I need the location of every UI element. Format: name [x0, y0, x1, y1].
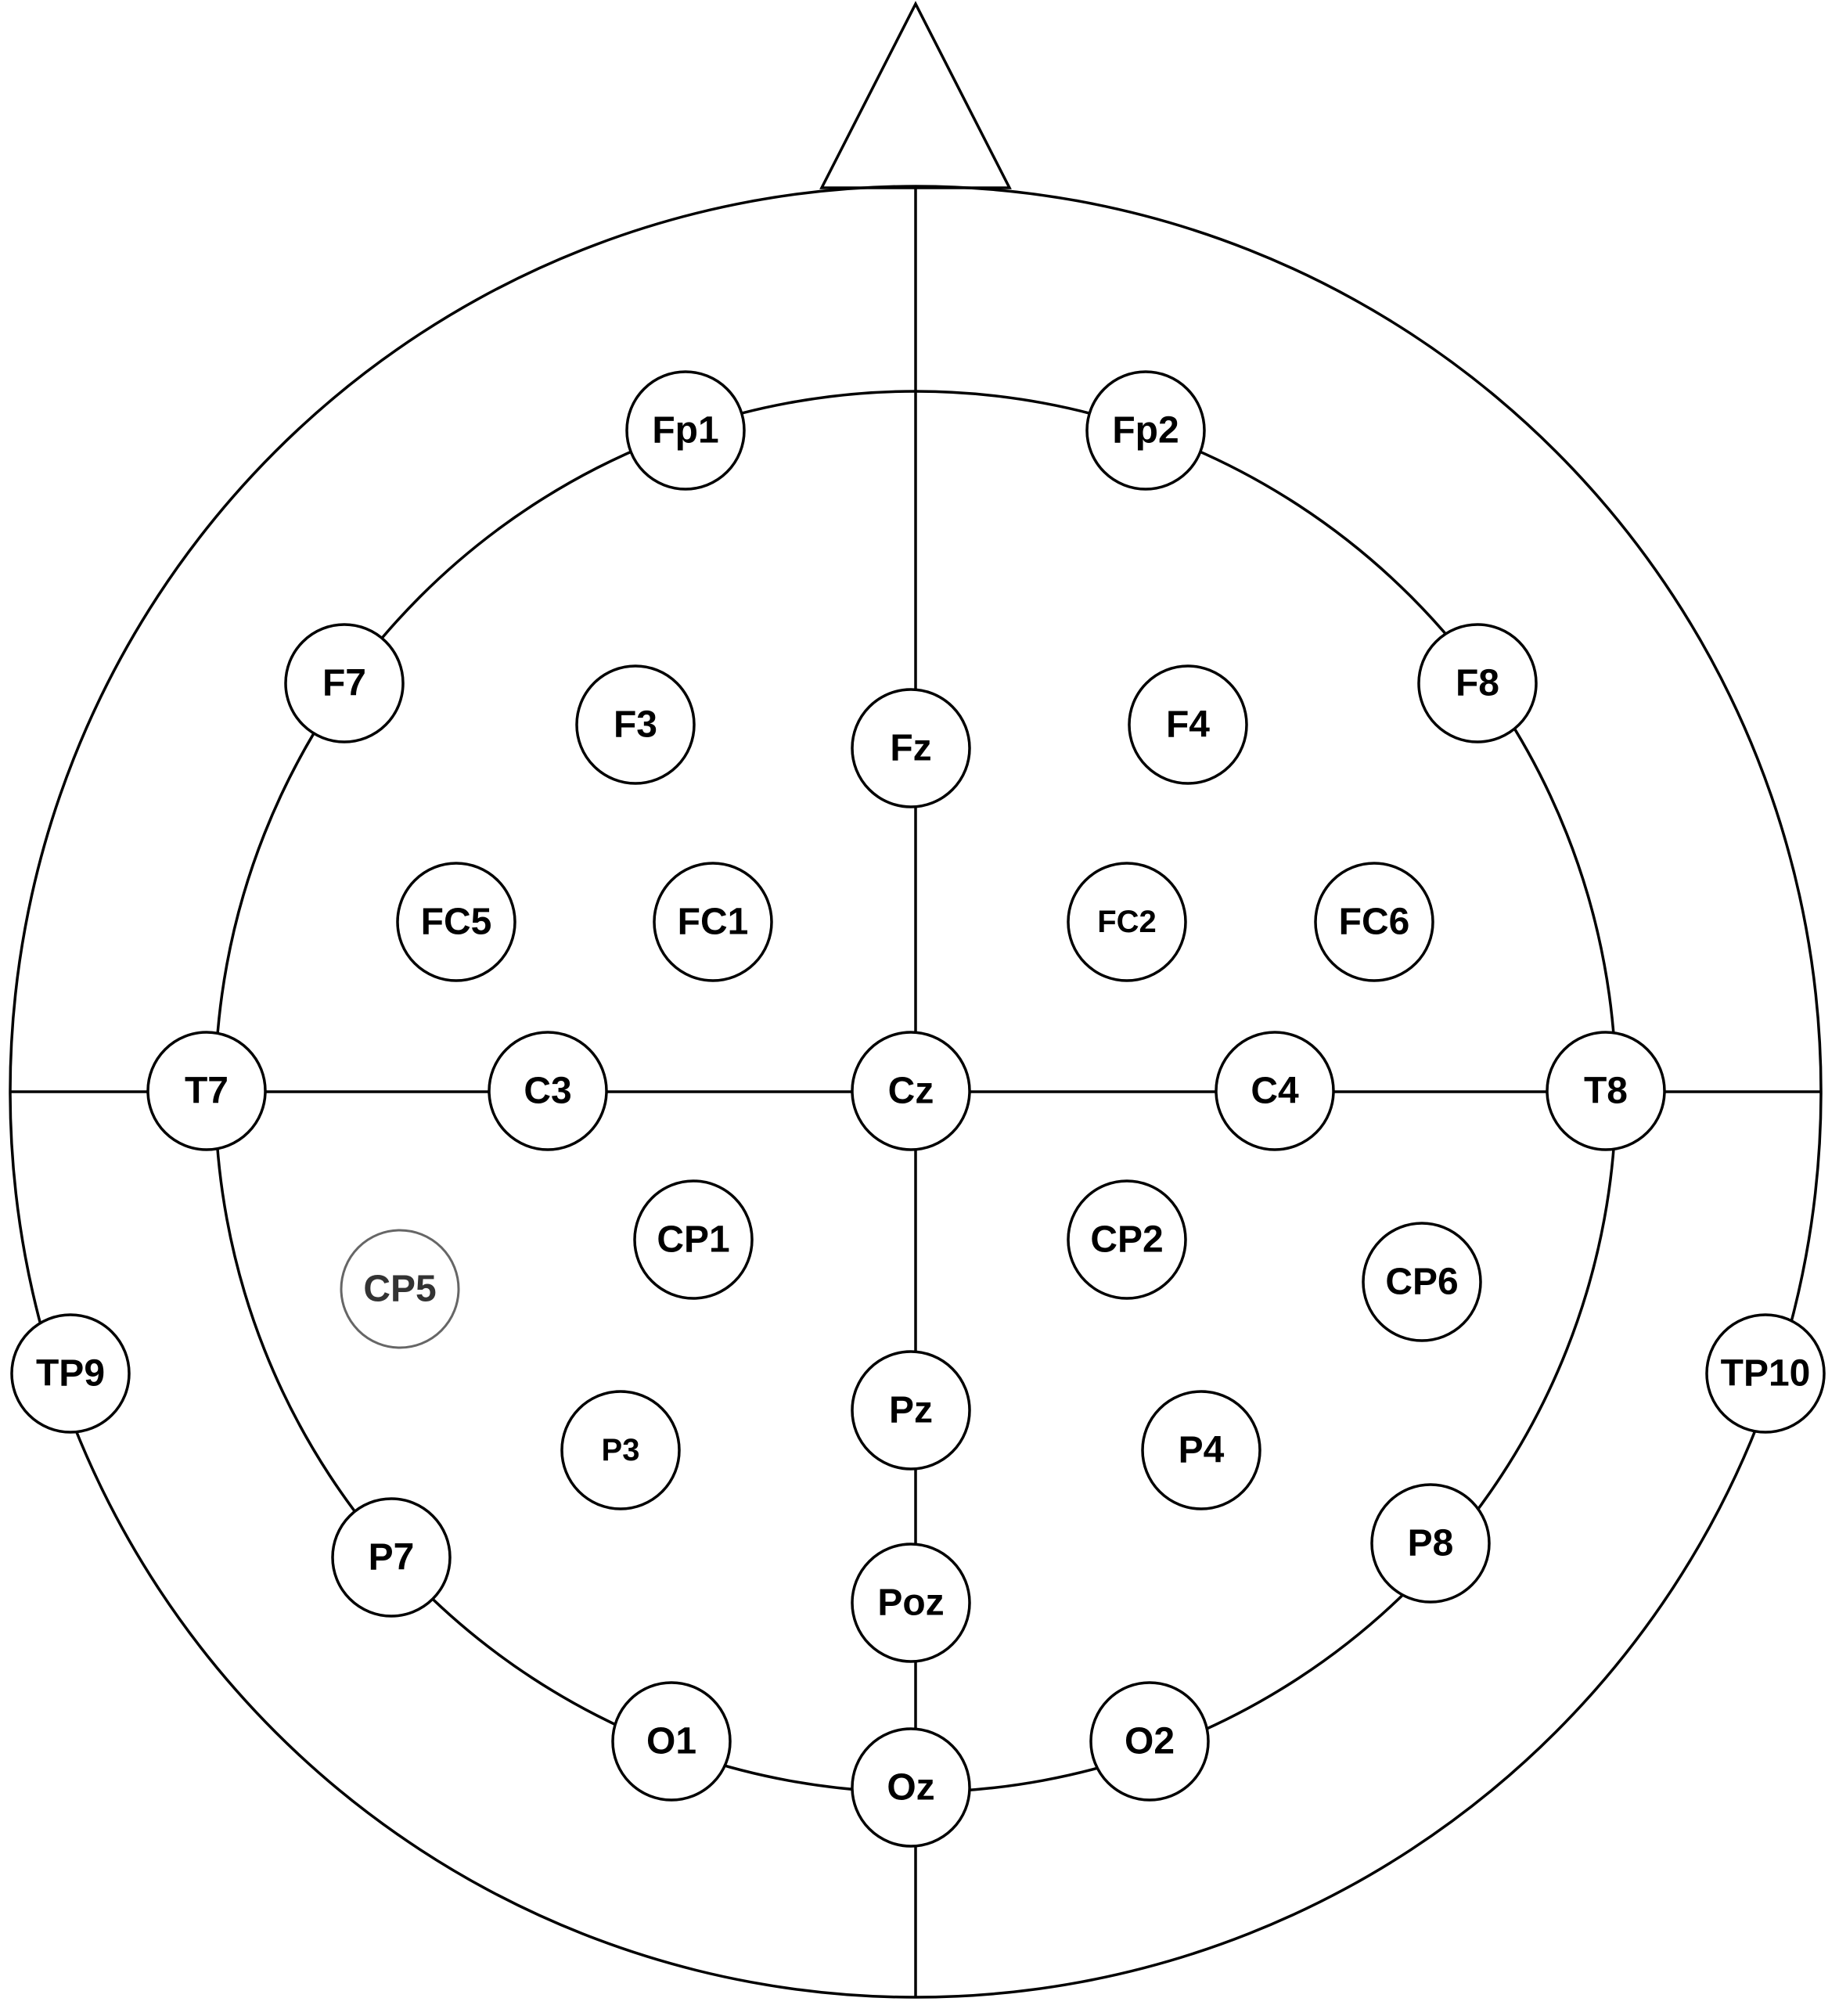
electrode-label-tp10: TP10 — [1721, 1353, 1811, 1395]
electrode-circle-t7 — [146, 1031, 267, 1151]
electrode-circle-pz — [851, 1350, 971, 1471]
electrode-pz: Pz — [851, 1350, 971, 1471]
electrode-f4: F4 — [1128, 664, 1248, 785]
electrode-cp6: CP6 — [1362, 1222, 1482, 1342]
electrode-circle-p7 — [331, 1497, 452, 1618]
electrode-fc6: FC6 — [1314, 862, 1434, 982]
electrode-cz: Cz — [851, 1031, 971, 1151]
electrode-fp2: Fp2 — [1085, 370, 1206, 491]
electrode-circle-fp2 — [1085, 370, 1206, 491]
electrode-circle-fp1 — [625, 370, 746, 491]
electrode-label-f7: F7 — [322, 663, 366, 704]
electrode-f7: F7 — [284, 623, 405, 743]
electrode-tp10: TP10 — [1705, 1313, 1826, 1434]
electrode-circle-o1 — [611, 1681, 732, 1802]
electrode-t7: T7 — [146, 1031, 267, 1151]
electrode-circle-cz — [851, 1031, 971, 1151]
electrode-fp1: Fp1 — [625, 370, 746, 491]
electrode-cp2: CP2 — [1067, 1179, 1187, 1300]
electrode-poz: Poz — [851, 1543, 971, 1663]
electrode-fc2: FC2 — [1067, 862, 1187, 982]
electrode-label-fp2: Fp2 — [1112, 410, 1179, 452]
electrode-c4: C4 — [1215, 1031, 1335, 1151]
electrode-circle-cp6 — [1362, 1222, 1482, 1342]
electrode-circle-tp10 — [1705, 1313, 1826, 1434]
electrode-label-p8: P8 — [1408, 1523, 1454, 1564]
electrode-fc5: FC5 — [396, 862, 516, 982]
electrode-p8: P8 — [1370, 1483, 1491, 1604]
electrode-label-fc2: FC2 — [1097, 905, 1157, 939]
electrode-f3: F3 — [575, 664, 696, 785]
electrode-label-tp9: TP9 — [36, 1353, 105, 1395]
electrode-label-o2: O2 — [1125, 1721, 1175, 1762]
electrode-circle-oz — [851, 1727, 971, 1848]
electrode-fz: Fz — [851, 688, 971, 808]
electrode-circle-fz — [851, 688, 971, 808]
electrode-circle-fc2 — [1067, 862, 1187, 982]
electrode-circle-poz — [851, 1543, 971, 1663]
electrode-label-fz: Fz — [890, 728, 931, 769]
electrode-circle-p3 — [560, 1390, 681, 1510]
electrode-p3: P3 — [560, 1390, 681, 1510]
electrode-circle-f4 — [1128, 664, 1248, 785]
electrode-cp1: CP1 — [633, 1179, 754, 1300]
electrode-label-cp6: CP6 — [1385, 1262, 1458, 1303]
electrode-tp9: TP9 — [10, 1313, 131, 1434]
electrode-o2: O2 — [1089, 1681, 1210, 1802]
electrode-oz: Oz — [851, 1727, 971, 1848]
electrode-label-fc1: FC1 — [678, 902, 749, 943]
electrode-circle-f8 — [1417, 623, 1538, 743]
nose-marker — [819, 1, 1012, 189]
electrode-label-t7: T7 — [185, 1071, 229, 1112]
electrode-c3: C3 — [488, 1031, 608, 1151]
electrode-label-o1: O1 — [646, 1721, 696, 1762]
electrode-label-f3: F3 — [614, 704, 657, 746]
electrode-p7: P7 — [331, 1497, 452, 1618]
electrode-circle-o2 — [1089, 1681, 1210, 1802]
electrode-p4: P4 — [1141, 1390, 1261, 1510]
electrode-label-t8: T8 — [1584, 1071, 1628, 1112]
electrode-label-f8: F8 — [1456, 663, 1499, 704]
electrode-label-c4: C4 — [1251, 1071, 1299, 1112]
electrode-label-cp1: CP1 — [657, 1219, 729, 1261]
electrode-label-cz: Cz — [888, 1071, 934, 1112]
electrode-circle-cp1 — [633, 1179, 754, 1300]
electrode-label-cp2: CP2 — [1090, 1219, 1163, 1261]
electrode-label-c3: C3 — [524, 1071, 571, 1112]
electrode-circle-p4 — [1141, 1390, 1261, 1510]
electrode-label-fp1: Fp1 — [652, 410, 718, 452]
electrode-cp5: CP5 — [340, 1229, 460, 1349]
electrode-circle-f7 — [284, 623, 405, 743]
electrode-circle-cp5 — [340, 1229, 460, 1349]
electrode-f8: F8 — [1417, 623, 1538, 743]
electrode-label-p3: P3 — [602, 1433, 640, 1467]
electrode-label-oz: Oz — [887, 1767, 934, 1809]
electrode-fc1: FC1 — [653, 862, 773, 982]
electrode-label-poz: Poz — [877, 1582, 944, 1624]
electrode-label-cp5: CP5 — [363, 1269, 436, 1310]
electrode-circle-fc6 — [1314, 862, 1434, 982]
electrode-label-fc6: FC6 — [1339, 902, 1410, 943]
electrode-circle-t8 — [1546, 1031, 1666, 1151]
electrode-circle-cp2 — [1067, 1179, 1187, 1300]
electrode-label-p7: P7 — [369, 1537, 415, 1579]
electrode-circle-f3 — [575, 664, 696, 785]
electrode-label-fc5: FC5 — [421, 902, 492, 943]
electrode-circle-c3 — [488, 1031, 608, 1151]
electrode-circle-fc5 — [396, 862, 516, 982]
electrode-label-p4: P4 — [1179, 1430, 1225, 1471]
electrode-circle-c4 — [1215, 1031, 1335, 1151]
electrode-circle-tp9 — [10, 1313, 131, 1434]
electrode-t8: T8 — [1546, 1031, 1666, 1151]
electrode-label-pz: Pz — [889, 1390, 933, 1431]
electrode-o1: O1 — [611, 1681, 732, 1802]
electrode-circle-p8 — [1370, 1483, 1491, 1604]
electrode-circle-fc1 — [653, 862, 773, 982]
electrode-label-f4: F4 — [1166, 704, 1210, 746]
